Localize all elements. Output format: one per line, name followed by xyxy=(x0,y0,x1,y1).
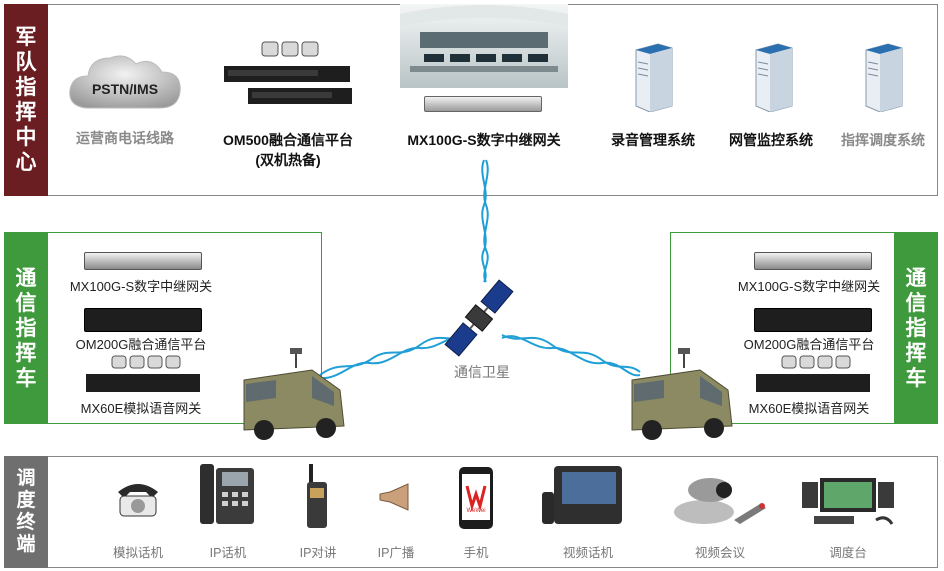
terminals-title: 调度终端 xyxy=(4,456,48,568)
control-room-icon xyxy=(400,4,568,88)
mx100g-gateway-icon xyxy=(424,96,542,112)
vehicle-left-device-label: MX60E模拟语音网关 xyxy=(80,401,202,416)
terminal-label: IP对讲 xyxy=(299,546,337,560)
server-rack-icon xyxy=(222,38,352,108)
command-vehicle-icon xyxy=(243,348,345,440)
vehicle-left-device-label: MX100G-S数字中继网关 xyxy=(69,279,213,294)
mx100g-label: MX100G-S数字中继网关 xyxy=(407,132,561,148)
vehicle-right-device-label: OM200G融合通信平台 xyxy=(743,337,875,352)
server-tower-icon xyxy=(755,43,793,112)
satellite-label: 通信卫星 xyxy=(454,364,510,380)
server-tower-icon xyxy=(865,43,903,112)
video-conference-icon xyxy=(674,478,766,524)
vehicle-left-title: 通信指挥车 xyxy=(4,232,48,424)
terminal-label: 手机 xyxy=(463,546,489,560)
command-vehicle-icon xyxy=(631,348,733,440)
analog-gateway-icon xyxy=(86,355,200,392)
mobile-phone-icon xyxy=(459,467,493,529)
dispatch-console-icon xyxy=(802,478,894,525)
cloud-text: PSTN/IMS xyxy=(91,81,159,97)
vehicle-right-title: 通信指挥车 xyxy=(894,232,938,424)
terminal-label: 模拟话机 xyxy=(112,546,163,560)
ip-phone-icon xyxy=(200,464,254,524)
terminal-label: 视频会议 xyxy=(694,546,745,560)
recording-system-label: 录音管理系统 xyxy=(611,132,695,148)
terminal-label: IP广播 xyxy=(377,546,415,560)
terminal-label: 视频话机 xyxy=(562,546,613,560)
gateway-device-icon xyxy=(754,252,872,270)
platform-device-icon xyxy=(754,308,872,332)
server-tower-icon xyxy=(635,43,673,112)
analog-phone-icon xyxy=(118,484,158,517)
terminal-label: 调度台 xyxy=(829,546,867,560)
platform-device-icon xyxy=(84,308,202,332)
terminal-label: IP话机 xyxy=(209,546,247,560)
walkie-talkie-icon xyxy=(307,464,327,528)
dispatch-system-label: 指挥调度系统 xyxy=(841,132,925,148)
speaker-horn-icon xyxy=(379,483,409,511)
om500-sublabel: (双机热备) xyxy=(255,152,321,168)
cloud-icon xyxy=(69,55,181,109)
gateway-device-icon xyxy=(84,252,202,270)
om500-label: OM500融合通信平台 xyxy=(223,132,353,148)
command-center-title: 军队指挥中心 xyxy=(4,4,48,196)
video-phone-icon xyxy=(542,466,622,524)
pstn-label: 运营商电话线路 xyxy=(76,130,174,146)
vehicle-left-device-label: OM200G融合通信平台 xyxy=(75,337,207,352)
network-monitor-label: 网管监控系统 xyxy=(729,132,813,148)
satellite-icon xyxy=(444,279,514,357)
analog-gateway-icon xyxy=(756,355,870,392)
vehicle-right-device-label: MX100G-S数字中继网关 xyxy=(737,279,881,294)
vehicle-right-device-label: MX60E模拟语音网关 xyxy=(748,401,870,416)
mobile-brand: WeWei xyxy=(466,508,486,514)
